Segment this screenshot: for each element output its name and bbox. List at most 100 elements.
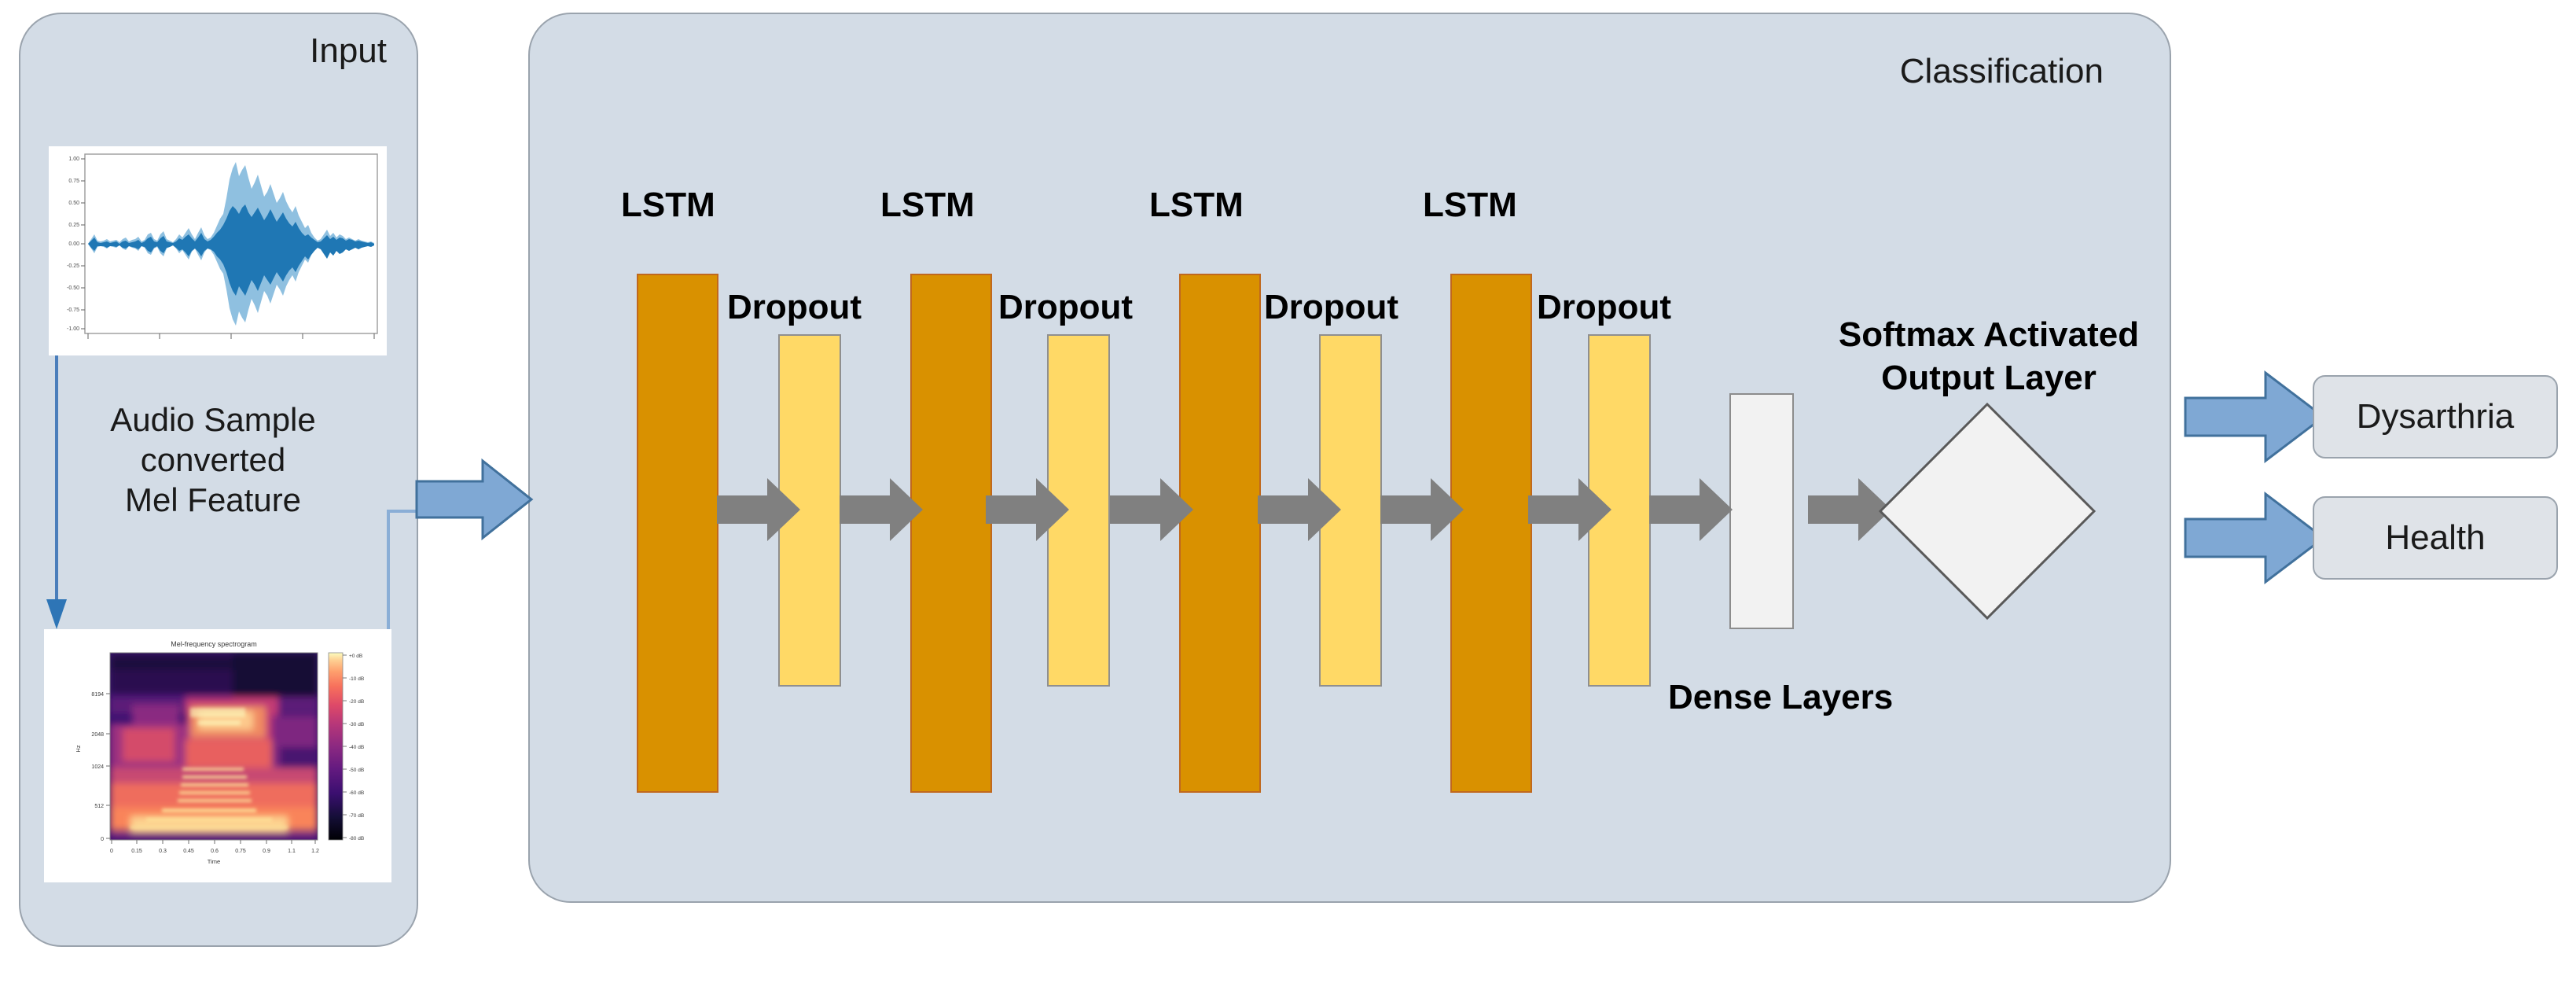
spectrogram-heatmap xyxy=(110,653,318,840)
svg-text:0: 0 xyxy=(110,849,113,854)
flow-arrow-7 xyxy=(1649,475,1733,544)
caption-line-1: converted xyxy=(140,441,286,479)
arrow-right-icon xyxy=(840,478,923,541)
svg-text:-20 dB: -20 dB xyxy=(349,699,364,705)
classification-panel-title: Classification xyxy=(1899,52,2104,90)
spectrogram-y-ticks xyxy=(106,693,110,839)
svg-text:0.75: 0.75 xyxy=(235,849,246,854)
svg-text:512: 512 xyxy=(94,804,104,809)
svg-text:1.1: 1.1 xyxy=(288,849,296,854)
flow-arrow-0 xyxy=(717,475,800,544)
svg-text:0.6: 0.6 xyxy=(211,849,219,854)
output-box-dysarthria[interactable]: Dysarthria xyxy=(2313,375,2558,459)
svg-text:0.15: 0.15 xyxy=(131,849,142,854)
output-box-health-label: Health xyxy=(2385,518,2486,557)
flow-arrow-4 xyxy=(1258,475,1341,544)
flow-arrow-5 xyxy=(1380,475,1464,544)
svg-text:+0 dB: +0 dB xyxy=(349,654,362,659)
svg-text:-0.75: -0.75 xyxy=(67,308,79,313)
svg-text:8194: 8194 xyxy=(91,692,104,698)
dropout-label-0: Dropout xyxy=(727,288,862,326)
spectrogram-x-ticklabels: 0 0.15 0.3 0.45 0.6 0.75 0.9 1.1 1.2 xyxy=(110,849,319,854)
output-box-dysarthria-label: Dysarthria xyxy=(2356,397,2515,436)
svg-text:-60 dB: -60 dB xyxy=(349,790,364,796)
input-panel-title: Input xyxy=(310,31,387,70)
dense-layers-label: Dense Layers xyxy=(1668,678,1894,716)
lstm-label-1: LSTM xyxy=(880,186,975,224)
waveform-x-ticks xyxy=(87,333,375,339)
arrow-right-icon xyxy=(1380,478,1464,541)
dropout-bar-1[interactable] xyxy=(1047,334,1110,687)
svg-text:2048: 2048 xyxy=(91,732,104,738)
flow-arrow-3 xyxy=(1110,475,1193,544)
svg-text:0.00: 0.00 xyxy=(68,241,79,247)
mel-spectrogram-chart: Mel-frequency spectrogram xyxy=(44,629,391,882)
input-flow-down-arrow xyxy=(46,355,68,631)
svg-text:0.75: 0.75 xyxy=(68,179,79,184)
caption-line-2: Mel Feature xyxy=(124,481,302,519)
svg-text:1.00: 1.00 xyxy=(68,157,79,162)
flow-arrow-8 xyxy=(1808,475,1891,544)
input-to-classification-arrow xyxy=(415,456,534,543)
svg-text:-10 dB: -10 dB xyxy=(349,676,364,682)
caption-line-0: Audio Sample xyxy=(110,401,316,438)
waveform-y-ticks xyxy=(81,158,85,330)
svg-text:0.3: 0.3 xyxy=(159,849,167,854)
block-arrow-right-icon xyxy=(2184,370,2326,464)
decision-diamond-icon xyxy=(1878,402,2096,621)
svg-text:0.9: 0.9 xyxy=(263,849,270,854)
arrow-right-icon xyxy=(1808,478,1891,541)
output-arrow-health xyxy=(2184,488,2326,588)
arrow-right-icon xyxy=(1528,478,1611,541)
lstm-bar-0[interactable] xyxy=(637,274,718,793)
arrow-down-icon xyxy=(46,355,67,629)
lstm-bar-3[interactable] xyxy=(1450,274,1532,793)
elbow-connector-icon xyxy=(382,354,492,842)
spectrogram-x-ticks xyxy=(111,840,316,844)
waveform-chart: 1.00 0.75 0.50 0.25 0.00 -0.25 -0.50 -0.… xyxy=(49,146,387,355)
block-arrow-right-icon xyxy=(415,458,534,541)
dropout-label-1: Dropout xyxy=(998,288,1134,326)
output-layer-diamond[interactable] xyxy=(1877,401,2097,621)
arrow-right-icon xyxy=(986,478,1069,541)
softmax-label-line-0: Softmax Activated xyxy=(1838,315,2140,354)
spectrogram-title: Mel-frequency spectrogram xyxy=(171,640,257,648)
svg-text:-0.25: -0.25 xyxy=(67,263,79,269)
waveform-svg: 1.00 0.75 0.50 0.25 0.00 -0.25 -0.50 -0.… xyxy=(49,146,387,355)
flow-arrow-1 xyxy=(840,475,923,544)
svg-text:0: 0 xyxy=(101,837,104,842)
svg-text:-1.00: -1.00 xyxy=(67,326,79,332)
spectrogram-xlabel: Time xyxy=(208,858,220,865)
svg-text:1.2: 1.2 xyxy=(311,849,319,854)
svg-text:-80 dB: -80 dB xyxy=(349,836,364,842)
lstm-label-3: LSTM xyxy=(1423,186,1517,224)
svg-text:-50 dB: -50 dB xyxy=(349,768,364,773)
softmax-label-line-1: Output Layer xyxy=(1881,359,2096,397)
arrow-right-icon xyxy=(1649,478,1733,541)
waveform-y-ticklabels: 1.00 0.75 0.50 0.25 0.00 -0.25 -0.50 -0.… xyxy=(67,157,79,332)
flow-arrow-6 xyxy=(1528,475,1611,544)
lstm-bar-2[interactable] xyxy=(1179,274,1261,793)
elbow-connector-svg xyxy=(387,510,418,840)
flow-arrow-2 xyxy=(986,475,1069,544)
colorbar-ticklabels: +0 dB -10 dB -20 dB -30 dB -40 dB -50 dB… xyxy=(349,654,364,842)
svg-text:0.25: 0.25 xyxy=(68,223,79,228)
svg-text:0.45: 0.45 xyxy=(183,849,194,854)
lstm-label-0: LSTM xyxy=(621,186,715,224)
arrow-right-icon xyxy=(1258,478,1341,541)
lstm-bar-1[interactable] xyxy=(910,274,992,793)
softmax-output-layer-label: Softmax Activated Output Layer xyxy=(1792,313,2185,400)
mel-spectrogram-svg: Mel-frequency spectrogram xyxy=(44,629,391,882)
dense-layer-bar[interactable] xyxy=(1729,393,1794,629)
svg-text:-30 dB: -30 dB xyxy=(349,722,364,727)
spectrogram-colorbar: +0 dB -10 dB -20 dB -30 dB -40 dB -50 dB… xyxy=(328,652,364,842)
waveform-trace xyxy=(88,162,374,326)
output-box-health[interactable]: Health xyxy=(2313,496,2558,580)
svg-text:-70 dB: -70 dB xyxy=(349,813,364,819)
input-caption: Audio Sample converted Mel Feature xyxy=(44,400,382,521)
svg-text:-0.50: -0.50 xyxy=(67,285,79,291)
spectrogram-ylabel: Hz xyxy=(75,745,82,752)
svg-text:1024: 1024 xyxy=(91,764,104,770)
lstm-label-2: LSTM xyxy=(1149,186,1244,224)
